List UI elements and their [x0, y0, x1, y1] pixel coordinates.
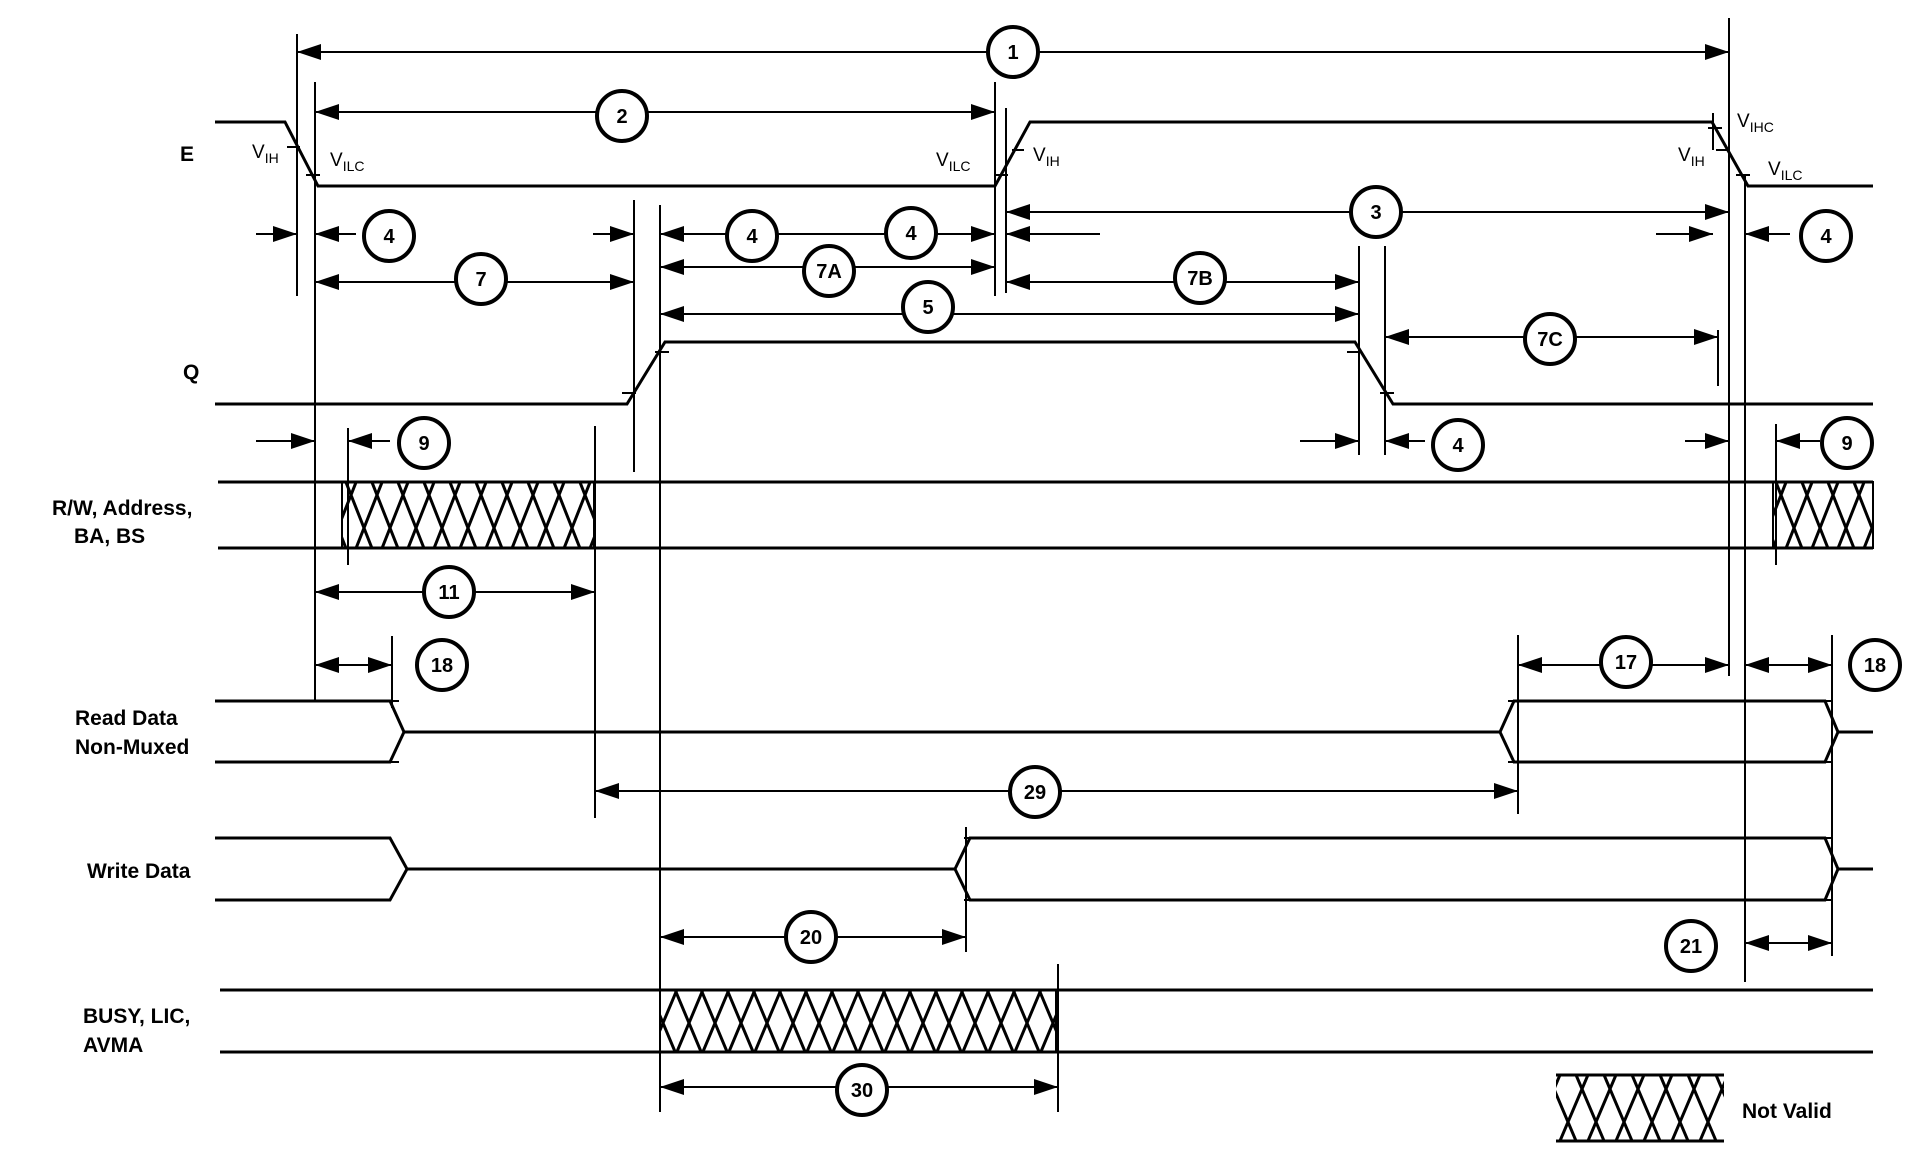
dimension-arrows: [297, 44, 1832, 1095]
timing-badge-18a: 18: [415, 638, 469, 692]
legend: Not Valid: [1556, 1073, 1832, 1143]
svg-text:9: 9: [418, 433, 429, 455]
svg-text:5: 5: [922, 297, 933, 319]
q-waveform: [215, 340, 1873, 406]
signal-label-busy-line1: BUSY, LIC,: [83, 1005, 190, 1028]
timing-badge-4c: 4: [884, 206, 938, 260]
timing-badge-4b: 4: [725, 209, 779, 263]
busy-invalid-region: [659, 989, 1057, 1053]
svg-text:20: 20: [800, 927, 822, 949]
read-data-waveform: [215, 699, 1873, 764]
svg-text:18: 18: [1864, 655, 1886, 677]
legend-not-valid-swatch: [1556, 1075, 1724, 1141]
vih-label-2: VIH: [1033, 145, 1060, 169]
timing-badge-17: 17: [1599, 635, 1653, 689]
timing-badge-7b: 7B: [1173, 251, 1227, 305]
timing-badge-29: 29: [1008, 765, 1062, 819]
timing-badge-18b: 18: [1848, 638, 1902, 692]
signal-label-busy-line2: AVMA: [83, 1034, 143, 1057]
timing-number-badges: 1 2 3 4 4 4 4 7 7A 7B 5 7C 9 4 9 11 18 1…: [362, 25, 1902, 1117]
signal-label-write: Write Data: [87, 860, 191, 883]
svg-text:7: 7: [475, 269, 486, 291]
svg-text:2: 2: [616, 106, 627, 128]
timing-badge-30: 30: [835, 1063, 889, 1117]
pointer-arrows: [256, 226, 1820, 449]
svg-text:17: 17: [1615, 652, 1637, 674]
svg-text:30: 30: [851, 1080, 873, 1102]
svg-text:4: 4: [1452, 435, 1464, 457]
signal-label-read-line1: Read Data: [75, 707, 178, 730]
e-threshold-ticks: [287, 127, 1750, 176]
timing-badge-9b: 9: [1820, 416, 1874, 470]
vilc-label-3: VILC: [1768, 159, 1802, 183]
signal-label-rw-line2: BA, BS: [74, 525, 145, 548]
svg-text:4: 4: [1820, 226, 1832, 248]
svg-text:11: 11: [438, 582, 459, 604]
svg-text:3: 3: [1370, 202, 1381, 224]
timing-badge-4d: 4: [1799, 209, 1853, 263]
timing-badge-7a: 7A: [802, 244, 856, 298]
timing-badge-20: 20: [784, 910, 838, 964]
vih-label-3: VIH: [1678, 145, 1705, 169]
svg-text:4: 4: [746, 226, 758, 248]
svg-text:4: 4: [383, 226, 395, 248]
timing-badge-11: 11: [422, 565, 476, 619]
signal-label-read-line2: Non-Muxed: [75, 736, 189, 759]
q-threshold-ticks: [622, 351, 1394, 394]
rw-invalid-region-2: [1772, 481, 1874, 549]
vihc-label: VIHC: [1737, 111, 1774, 135]
signal-label-q: Q: [183, 361, 199, 384]
svg-text:18: 18: [431, 655, 453, 677]
timing-badge-2: 2: [595, 89, 649, 143]
vilc-label-1: VILC: [330, 150, 364, 174]
svg-text:7C: 7C: [1537, 329, 1563, 351]
write-data-ticks: [964, 837, 1831, 901]
timing-badge-4a: 4: [362, 209, 416, 263]
timing-badge-7c: 7C: [1523, 312, 1577, 366]
signal-label-e: E: [180, 143, 194, 166]
vertical-reference-lines: [296, 18, 1833, 1112]
vilc-label-2: VILC: [936, 150, 970, 174]
rw-invalid-region-1: [341, 481, 595, 549]
signal-label-rw-line1: R/W, Address,: [52, 497, 192, 520]
svg-text:7B: 7B: [1187, 268, 1213, 290]
write-data-waveform: [215, 836, 1873, 902]
timing-badge-9a: 9: [397, 416, 451, 470]
timing-badge-21: 21: [1664, 919, 1718, 973]
svg-text:9: 9: [1841, 433, 1852, 455]
svg-text:29: 29: [1024, 782, 1046, 804]
svg-text:1: 1: [1007, 42, 1018, 64]
vih-label-1: VIH: [252, 142, 279, 166]
svg-text:7A: 7A: [816, 261, 842, 283]
svg-text:21: 21: [1680, 936, 1702, 958]
legend-not-valid-label: Not Valid: [1742, 1100, 1832, 1123]
svg-text:4: 4: [905, 223, 917, 245]
timing-badge-3: 3: [1349, 185, 1403, 239]
timing-badge-5: 5: [901, 280, 955, 334]
timing-badge-1: 1: [986, 25, 1040, 79]
timing-badge-4e: 4: [1431, 418, 1485, 472]
timing-badge-7: 7: [454, 252, 508, 306]
